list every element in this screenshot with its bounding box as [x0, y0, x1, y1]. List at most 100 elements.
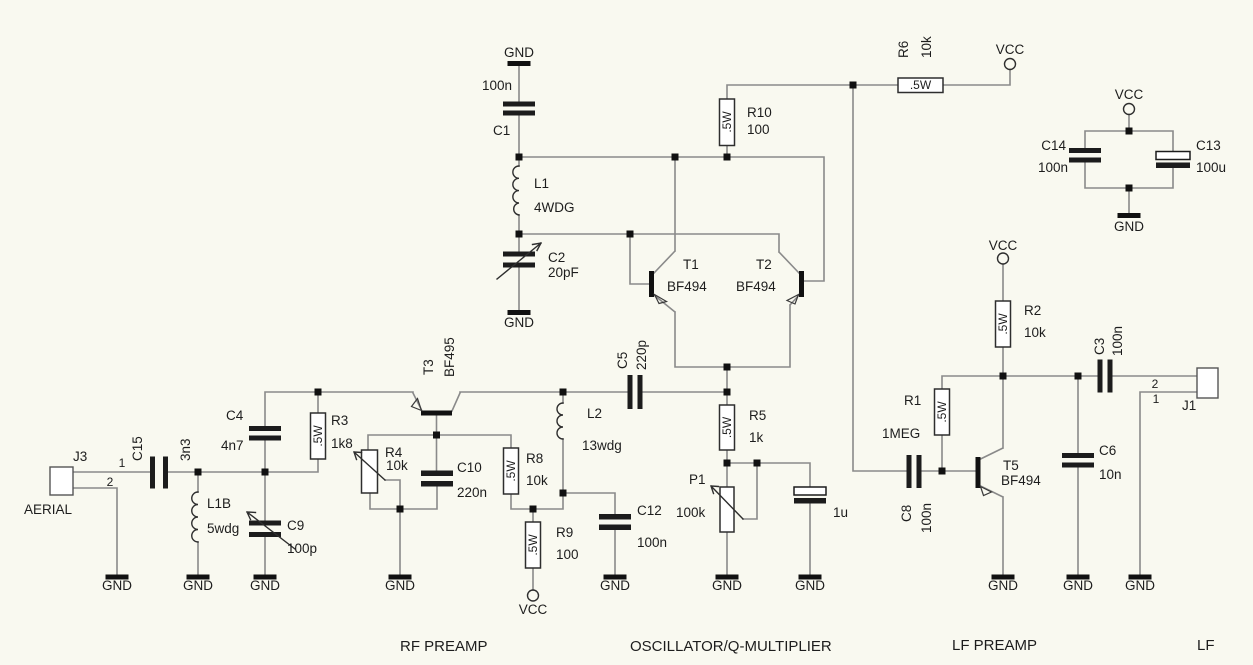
wire-lf-preamp-net [920, 263, 1198, 576]
cap-plate [249, 520, 281, 526]
gnd-bar-icon [1117, 213, 1141, 218]
capacitor-c9-variable: C9 100p [246, 511, 317, 556]
j3-aerial-label: AERIAL [24, 502, 73, 517]
vcc-symbol-r2: VCC [989, 238, 1018, 265]
gnd-symbol-supply-block: GND [1114, 213, 1144, 234]
vcc-label: VCC [996, 42, 1025, 57]
transistor-base-bar [799, 271, 804, 297]
c13-value: 100u [1196, 160, 1226, 175]
junction [1125, 184, 1133, 192]
wiper-arrow-icon [710, 485, 744, 520]
junction [1074, 372, 1082, 380]
c6-ref: C6 [1099, 443, 1116, 458]
junction [723, 388, 731, 396]
j3-pin-1: 1 [119, 456, 126, 470]
cap-plate [794, 498, 826, 504]
transistor-t2: T2 BF494 [736, 257, 804, 305]
cap-plate [637, 375, 643, 409]
gnd-symbol-l1b: GND [183, 574, 213, 593]
r6-ref: R6 [896, 41, 911, 58]
section-oscillator: OSCILLATOR/Q-MULTIPLIER [630, 638, 832, 655]
c4-ref: C4 [226, 408, 244, 423]
r1-wattage: .5W [935, 401, 949, 423]
gnd-bar-icon [991, 574, 1015, 580]
c8-ref: C8 [899, 505, 914, 522]
capacitor-c14: C14 100n [1038, 138, 1101, 175]
inductor-l2: L2 13wdg [556, 402, 622, 453]
resistor-body [524, 521, 542, 569]
c9-ref: C9 [287, 518, 304, 533]
junction [723, 459, 731, 467]
section-lf-preamp: LF PREAMP [952, 637, 1037, 654]
c15-ref: C15 [130, 436, 145, 461]
variable-arrow-icon [496, 242, 542, 280]
gnd-bar-icon [253, 574, 277, 580]
cap-plate [1156, 162, 1190, 168]
junction [529, 505, 537, 513]
junction [314, 388, 322, 396]
junction-dots [194, 81, 1133, 513]
cap-plate [421, 470, 453, 476]
c8-value: 100n [919, 503, 934, 533]
junction [849, 81, 857, 89]
c3-value: 100n [1110, 326, 1125, 356]
junction [396, 505, 404, 513]
capacitor-c13-polarized: C13 100u [1155, 138, 1226, 175]
junction [723, 363, 731, 371]
cap-plate [503, 101, 535, 107]
c2-ref: C2 [548, 250, 565, 265]
cap-plate [599, 524, 631, 530]
connector-j3: J3 AERIAL 1 2 [24, 449, 126, 517]
vcc-label: VCC [519, 602, 548, 617]
gnd-label: GND [102, 578, 132, 593]
r5-ref: R5 [749, 408, 766, 423]
r2-wattage: .5W [996, 313, 1010, 335]
cap-plate [249, 426, 281, 431]
r9-wattage: .5W [526, 534, 540, 556]
junction [671, 153, 679, 161]
vcc-label: VCC [989, 238, 1018, 253]
c4-value: 4n7 [221, 438, 244, 453]
cap-plate [421, 481, 453, 487]
gnd-label: GND [988, 578, 1018, 593]
r8-value: 10k [526, 473, 548, 488]
capacitor-c15: C15 3n3 [130, 436, 193, 489]
r5-value: 1k [749, 430, 764, 445]
gnd-bar-icon [388, 574, 412, 580]
junction [559, 388, 567, 396]
pot-body [719, 486, 735, 533]
gnd-symbol-t5: GND [988, 574, 1018, 593]
cap-plate [503, 251, 535, 257]
junction [753, 459, 761, 467]
c14-value: 100n [1038, 160, 1068, 175]
resistor-r1: .5W R1 1MEG [882, 388, 951, 441]
wire-rf-preamp-net [72, 391, 629, 591]
cap-plate [150, 456, 155, 489]
capacitor-c5: C5 220p [615, 340, 649, 409]
r1-value: 1MEG [882, 426, 920, 441]
cap-plate [503, 262, 535, 268]
gnd-symbol-c2: GND [504, 310, 534, 330]
vcc-circle-icon [996, 252, 1010, 265]
vcc-circle-icon [526, 589, 540, 602]
vcc-circle-icon [1003, 57, 1017, 71]
cap-plate [1069, 148, 1101, 153]
capacitor-c8: C8 100n [899, 455, 934, 533]
transistor-base-bar [649, 271, 654, 297]
junction [1125, 127, 1133, 135]
t3-ref: T3 [421, 359, 436, 375]
gnd-bar-icon [507, 61, 531, 66]
emitter-arrow-icon [410, 397, 423, 412]
r3-ref: R3 [331, 413, 348, 428]
c12-ref: C12 [637, 503, 662, 518]
r8-wattage: .5W [504, 460, 518, 482]
trimmer-r4: R4 10k [353, 445, 408, 494]
vcc-symbol-supply-block: VCC [1115, 87, 1143, 116]
gnd-label: GND [1063, 578, 1093, 593]
cap-plate-positive [793, 486, 827, 496]
gnd-symbol-c6: GND [1063, 574, 1093, 593]
gnd-label: GND [1114, 219, 1144, 234]
l1b-ref: L1B [207, 496, 231, 511]
gnd-bar-icon [798, 574, 822, 580]
